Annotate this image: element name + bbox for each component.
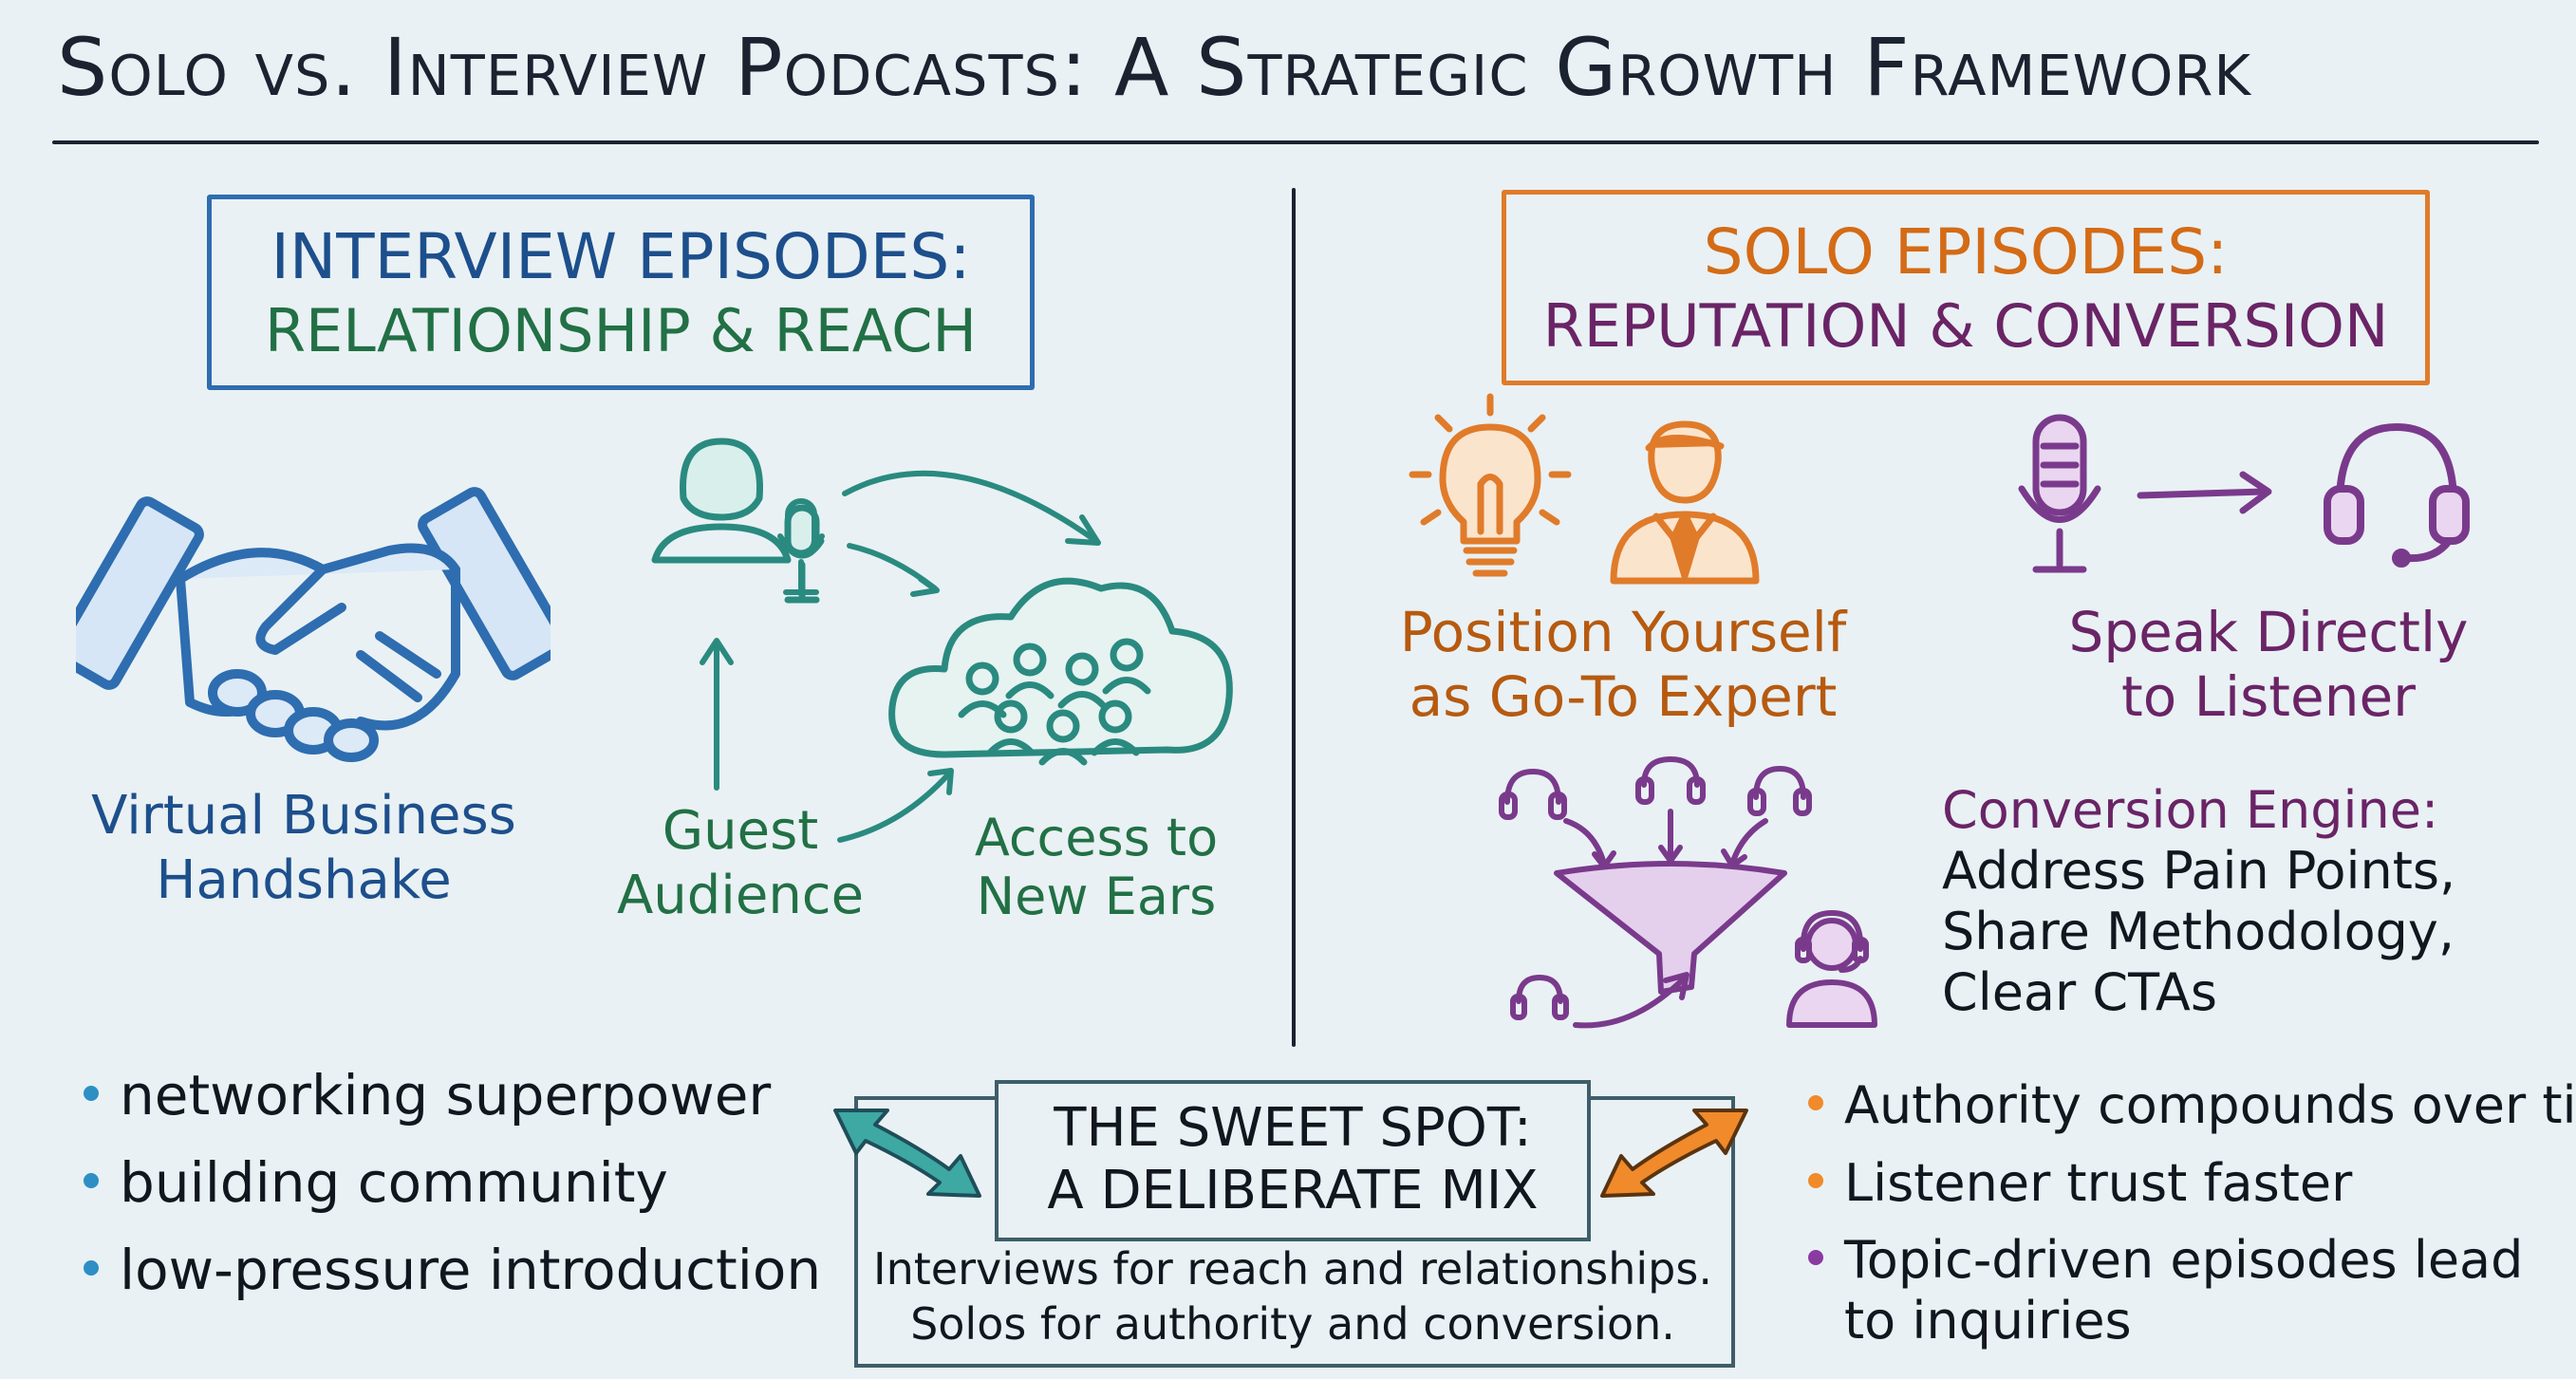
access-new-ears-label: Access to New Ears <box>959 809 1234 926</box>
arrow-right-icon <box>2137 471 2272 514</box>
solo-bullet: Listener trust faster <box>1808 1145 2576 1222</box>
speak-label-line1: Speak Directly <box>2068 600 2469 664</box>
solo-bullet: Topic-driven episodes lead <box>1808 1230 2576 1291</box>
guest-label-line2: Audience <box>616 865 865 926</box>
sweet-spot-title-line1: The Sweet Spot: <box>1054 1097 1532 1159</box>
conversion-engine-text: Conversion Engine: Address Pain Points, … <box>1942 780 2549 1023</box>
expert-person-icon <box>1610 420 1760 585</box>
interview-heading-line1: Interview Episodes: <box>271 220 971 293</box>
interview-bullet-list: networking superpower building community… <box>84 1052 821 1314</box>
center-divider <box>1292 188 1296 1047</box>
conversion-line: Address Pain Points, <box>1942 841 2456 901</box>
sweet-spot-desc-line1: Interviews for reach and relationships. <box>873 1243 1712 1295</box>
speak-directly-label: Speak Directly to Listener <box>2041 600 2496 729</box>
solo-heading-line1: Solo Episodes: <box>1703 215 2229 289</box>
bullet-dot-icon <box>84 1172 99 1188</box>
sweet-spot-title-box: The Sweet Spot: A Deliberate Mix <box>995 1080 1591 1241</box>
reach-arrows <box>700 470 1101 843</box>
interview-bullet-text: low-pressure introduction <box>120 1238 822 1302</box>
guest-person-icon <box>651 438 825 604</box>
solo-heading-line2: Reputation & Conversion <box>1542 291 2389 361</box>
solo-bullet: Authority compounds over time <box>1808 1067 2576 1145</box>
interview-bullet-text: networking superpower <box>120 1063 772 1127</box>
expert-label-line1: Position Yourself <box>1399 600 1847 664</box>
solo-heading-box: Solo Episodes: Reputation & Conversion <box>1502 190 2430 385</box>
lightbulb-icon <box>1409 393 1572 577</box>
microphone-icon <box>777 498 825 595</box>
solo-microphone-icon <box>2018 414 2101 573</box>
speak-label-line2: to Listener <box>2120 664 2417 729</box>
sweet-spot-title-line2: A Deliberate Mix <box>1047 1160 1539 1221</box>
interview-heading-line2: Relationship & Reach <box>264 296 978 365</box>
solo-bullet-text: Authority compounds over time <box>1844 1075 2576 1135</box>
headphones-icon <box>2324 423 2470 568</box>
solo-bullet-continuation: to inquiries <box>1808 1291 2576 1351</box>
teal-double-arrow-icon <box>833 1109 981 1198</box>
bullet-dot-icon <box>1808 1250 1823 1266</box>
access-label-line1: Access to <box>974 808 1219 867</box>
interview-heading-box: Interview Episodes: Relationship & Reach <box>207 195 1035 390</box>
bullet-dot-icon <box>1808 1095 1823 1111</box>
conversion-line: Clear CTAs <box>1942 962 2217 1022</box>
handshake-label-line1: Virtual Business <box>91 785 516 847</box>
solo-bullet-text: Topic-driven episodes lead <box>1844 1230 2524 1290</box>
bullet-dot-icon <box>84 1085 99 1101</box>
page-title: Solo vs. Interview Podcasts: A Strategic… <box>57 21 2252 114</box>
bullet-dot-icon <box>84 1259 99 1276</box>
conversion-engine-title: Conversion Engine: <box>1942 780 2439 840</box>
solo-bullet-list: Authority compounds over time Listener t… <box>1808 1067 2576 1351</box>
access-label-line2: New Ears <box>976 867 1217 926</box>
audience-cloud-icon <box>888 577 1233 766</box>
bullet-dot-icon <box>1808 1173 1823 1189</box>
interview-bullet: networking superpower <box>84 1052 821 1139</box>
guest-label-line1: Guest <box>662 800 819 862</box>
interview-bullet: low-pressure introduction <box>84 1226 821 1314</box>
orange-double-arrow-icon <box>1600 1109 1748 1198</box>
solo-bullet-text: Listener trust faster <box>1844 1153 2353 1213</box>
interview-bullet: building community <box>84 1139 821 1226</box>
expert-label: Position Yourself as Go-To Expert <box>1367 600 1879 729</box>
conversion-line: Share Methodology, <box>1942 902 2455 961</box>
handshake-icon <box>76 487 551 762</box>
handshake-label-line2: Handshake <box>156 849 452 911</box>
guest-audience-label: Guest Audience <box>607 799 873 928</box>
title-divider <box>52 140 2539 144</box>
sweet-spot-desc-line2: Solos for authority and conversion. <box>910 1298 1675 1350</box>
sweet-spot-description: Interviews for reach and relationships. … <box>854 1241 1731 1351</box>
conversion-funnel-icon <box>1499 756 1812 1029</box>
support-agent-icon <box>1786 910 1877 1028</box>
expert-label-line2: as Go-To Expert <box>1409 664 1838 729</box>
handshake-label: Virtual Business Handshake <box>57 784 551 913</box>
solo-bullet-text: to inquiries <box>1844 1291 2132 1351</box>
interview-bullet-text: building community <box>120 1150 668 1215</box>
